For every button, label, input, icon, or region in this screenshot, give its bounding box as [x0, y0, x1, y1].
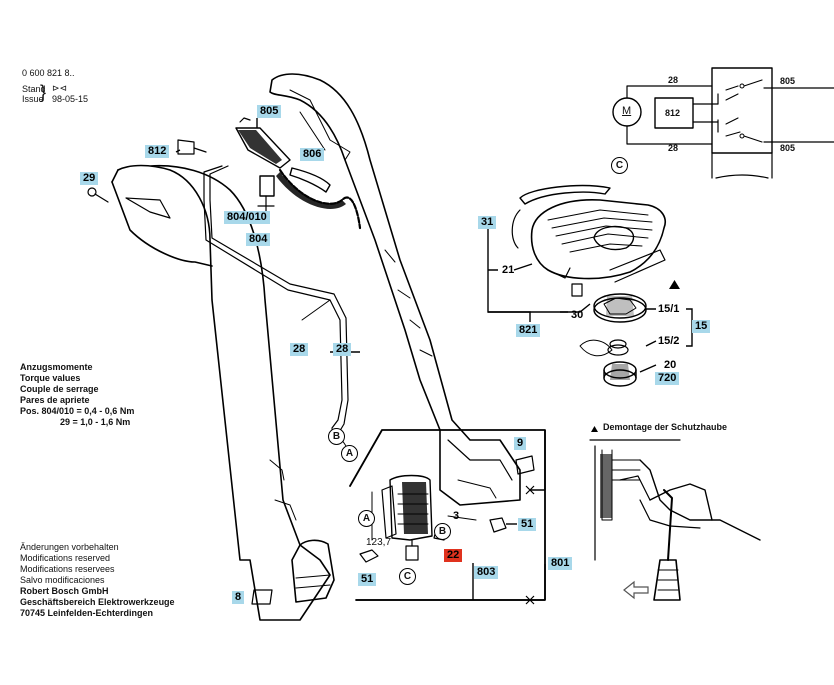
demontage-drawing [589, 439, 761, 601]
footer-company: Robert Bosch GmbH [20, 586, 109, 596]
callout-a-inset: A [358, 510, 375, 527]
wiring-schematic [612, 67, 834, 179]
part-31-label[interactable]: 31 [478, 216, 497, 229]
torque-line-3: Couple de serrage [20, 384, 99, 394]
arrow-icon [623, 580, 649, 600]
footer-division: Geschäftsbereich Elektrowerkzeuge [20, 597, 175, 607]
footer-line-2: Modifications reserved [20, 553, 111, 563]
wire-28-top: 28 [668, 75, 679, 85]
part-806-label[interactable]: 806 [300, 148, 325, 161]
part-3-label[interactable]: 3 [453, 510, 460, 522]
wire-805-top: 805 [780, 76, 796, 86]
part-28b-label[interactable]: 28 [333, 343, 352, 356]
part-720-label[interactable]: 720 [655, 372, 680, 385]
callout-c-inset: C [399, 568, 416, 585]
footer-line-1: Änderungen vorbehalten [20, 542, 119, 552]
part-51-bottom-label[interactable]: 51 [358, 573, 377, 586]
part-51-right-label[interactable]: 51 [518, 518, 537, 531]
motor-symbol: M [622, 105, 632, 117]
issue-label: Issue [22, 94, 44, 104]
part-30-label[interactable]: 30 [571, 309, 584, 321]
part-21-label[interactable]: 21 [502, 264, 515, 276]
torque-pos-line: Pos. 804/010 = 0,4 - 0,6 Nm [20, 406, 135, 416]
callout-b-inset: B [434, 523, 451, 540]
part-812-label[interactable]: 812 [145, 145, 170, 158]
part-821-label[interactable]: 821 [516, 324, 541, 337]
part-20-label[interactable]: 20 [664, 359, 677, 371]
footer-address: 70745 Leinfelden-Echterdingen [20, 608, 154, 618]
shaft-cable-drawing [177, 117, 362, 447]
dimension-label: 123,7 [366, 537, 392, 548]
footer-line-3: Modifications reservees [20, 564, 115, 574]
callout-a-left: A [341, 445, 358, 462]
part-28a-label[interactable]: 28 [290, 343, 309, 356]
spool-drawing [579, 293, 647, 387]
part-29-label[interactable]: 29 [80, 172, 99, 185]
triangle-marker [591, 426, 598, 432]
torque-pos-line-2: 29 = 1,0 - 1,6 Nm [60, 417, 131, 427]
motor-inset [349, 429, 546, 601]
torque-line-1: Anzugsmomente [20, 362, 93, 372]
doc-number: 0 600 821 8.. [22, 68, 75, 78]
part-8-label[interactable]: 8 [232, 591, 245, 604]
torque-line-4: Pares de apriete [20, 395, 90, 405]
triangle-marker-guard [669, 280, 680, 289]
part-804-label[interactable]: 804 [246, 233, 271, 246]
callout-b-left: B [328, 428, 345, 445]
torque-line-2: Torque values [20, 373, 81, 383]
handle-drawing [87, 164, 335, 621]
cross-marks [525, 485, 535, 605]
switch-812-label: 812 [665, 108, 681, 118]
part-804-010-label[interactable]: 804/010 [224, 211, 270, 224]
revision-mark-icon: ⊳⊲ [52, 83, 68, 93]
part-22-label[interactable]: 22 [444, 549, 463, 562]
wire-28-bottom: 28 [668, 143, 679, 153]
part-9-label[interactable]: 9 [514, 437, 527, 450]
wire-805-bottom: 805 [780, 143, 796, 153]
part-805-label[interactable]: 805 [257, 105, 282, 118]
housing-drawing [269, 73, 535, 533]
demontage-title: Demontage der Schutzhaube [603, 422, 728, 432]
part-15-1-label[interactable]: 15/1 [658, 303, 680, 315]
part-15-2-label[interactable]: 15/2 [658, 335, 680, 347]
brace-icon: } [40, 82, 47, 102]
callout-c-top: C [611, 157, 628, 174]
guard-drawing [511, 184, 666, 297]
part-15-label[interactable]: 15 [692, 320, 711, 333]
footer-line-4: Salvo modificaciones [20, 575, 105, 585]
part-803-label[interactable]: 803 [474, 566, 499, 579]
issue-date: 98-05-15 [52, 94, 89, 104]
stand-label: Stand [22, 84, 46, 94]
part-801-label[interactable]: 801 [548, 557, 573, 570]
